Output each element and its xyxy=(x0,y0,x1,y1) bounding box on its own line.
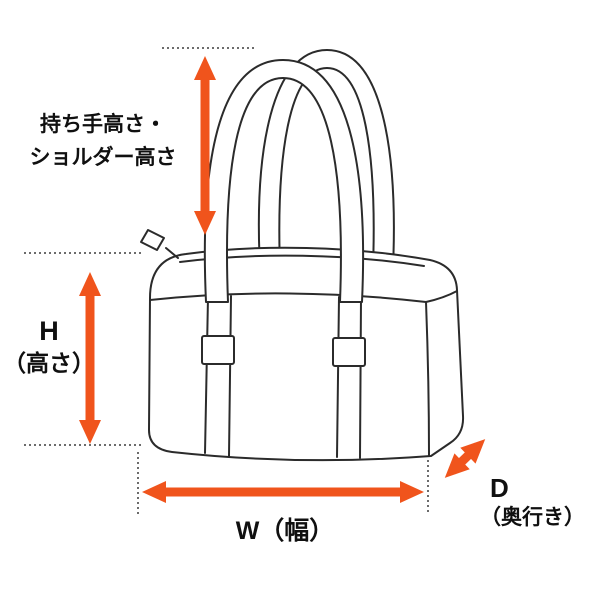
depth-label: D （奥行き） xyxy=(480,472,598,532)
depth-name: （奥行き） xyxy=(480,506,585,529)
width-label: W（幅） xyxy=(235,517,335,545)
left-strap xyxy=(204,295,232,457)
front-handle xyxy=(203,59,365,303)
depth-symbol: D xyxy=(490,473,509,503)
zipper-pull xyxy=(140,229,165,251)
handle-height-label-line2: ショルダー高さ xyxy=(29,146,177,169)
height-name: （高さ） xyxy=(3,350,95,376)
right-strap xyxy=(336,296,362,459)
bag-body xyxy=(148,246,465,462)
height-label: H （高さ） xyxy=(2,314,96,379)
dimension-arrows xyxy=(79,56,486,503)
handle-height-label: 持ち手高さ・ ショルダー高さ xyxy=(14,108,192,174)
side-top-seam xyxy=(425,290,458,303)
handle-height-label-line1: 持ち手高さ・ xyxy=(40,113,166,136)
extent-dotted-lines xyxy=(24,47,429,514)
side-seam xyxy=(425,301,430,456)
bag-illustration xyxy=(140,49,465,462)
height-symbol: H xyxy=(39,316,59,346)
zipper-cord xyxy=(165,247,179,259)
lid-seam xyxy=(149,292,427,303)
left-strap-buckle xyxy=(201,335,235,365)
depth-arrow xyxy=(444,439,486,478)
right-strap-buckle xyxy=(332,337,366,367)
